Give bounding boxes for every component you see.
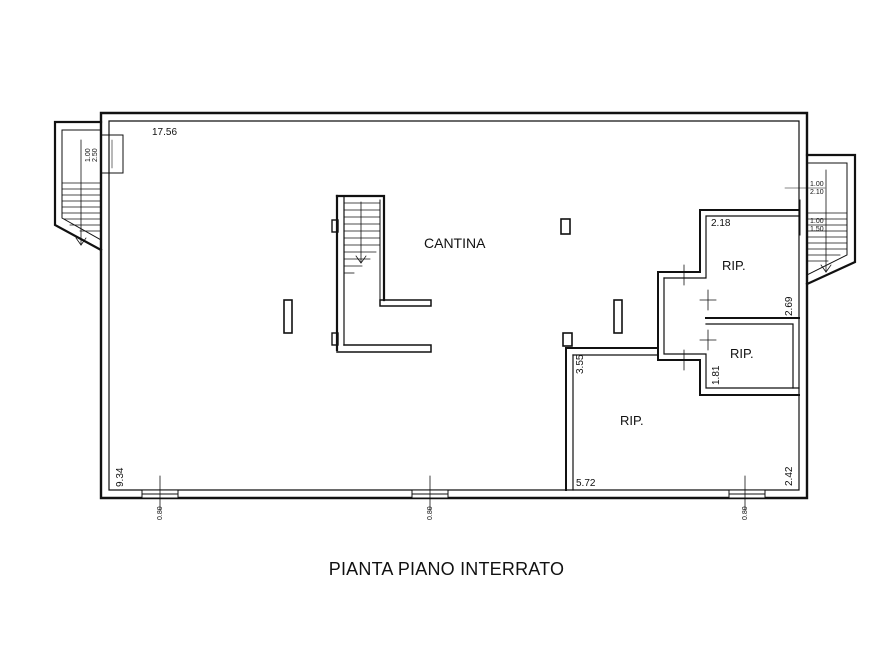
dimension-upper-storage-depth: 2.69 <box>784 296 795 316</box>
window <box>141 475 179 511</box>
dimension-window-2: 0.80 <box>427 506 434 520</box>
dimension-window-3: 0.80 <box>742 506 749 520</box>
windows <box>141 475 766 511</box>
room-label-storage-upper: RIP. <box>722 258 746 273</box>
outer-wall-inner-line <box>108 120 800 491</box>
dimension-lower-storage-width: 5.72 <box>576 478 596 489</box>
dimension-right-stair-c: 1.00 <box>810 218 824 225</box>
dimension-lower-storage-depth: 2.42 <box>784 466 795 486</box>
pillar <box>562 332 573 347</box>
dimension-upper-storage-width: 2.18 <box>711 218 731 229</box>
dimension-left-stair-a: 1.00 <box>85 148 92 162</box>
plan-title: PIANTA PIANO INTERRATO <box>328 559 565 579</box>
dimension-overall-width: 17.56 <box>152 127 177 138</box>
left-exterior-stair <box>53 120 124 252</box>
pillar <box>560 218 571 235</box>
window <box>728 475 766 511</box>
dimension-right-stair-a: 1.00 <box>810 181 824 188</box>
dimension-right-stair-d: 1.50 <box>810 226 824 233</box>
floor-plan: CANTINA RIP. RIP. RIP. 17.56 9.34 2.18 2… <box>53 111 857 520</box>
dimension-middle-storage-depth: 1.81 <box>711 365 722 385</box>
pillars <box>283 218 623 347</box>
outer-walls <box>99 111 809 500</box>
room-label-storage-lower: RIP. <box>620 413 644 428</box>
pillar <box>613 299 623 334</box>
dimension-lower-storage-left: 3.55 <box>575 354 586 374</box>
room-label-cantina: CANTINA <box>424 235 486 251</box>
interior-stair <box>331 194 432 353</box>
dimension-right-stair-b: 2.10 <box>810 189 824 196</box>
dimension-window-1: 0.80 <box>157 506 164 520</box>
pillar <box>283 299 293 334</box>
dimension-left-stair-b: 2.50 <box>92 148 99 162</box>
dimension-overall-depth: 9.34 <box>115 467 126 487</box>
storage-block-walls <box>657 209 800 396</box>
outer-wall-outer-line <box>99 111 809 500</box>
room-label-storage-middle: RIP. <box>730 346 754 361</box>
window <box>411 475 449 511</box>
right-exterior-stair <box>784 153 857 286</box>
lower-storage-walls <box>565 347 659 491</box>
